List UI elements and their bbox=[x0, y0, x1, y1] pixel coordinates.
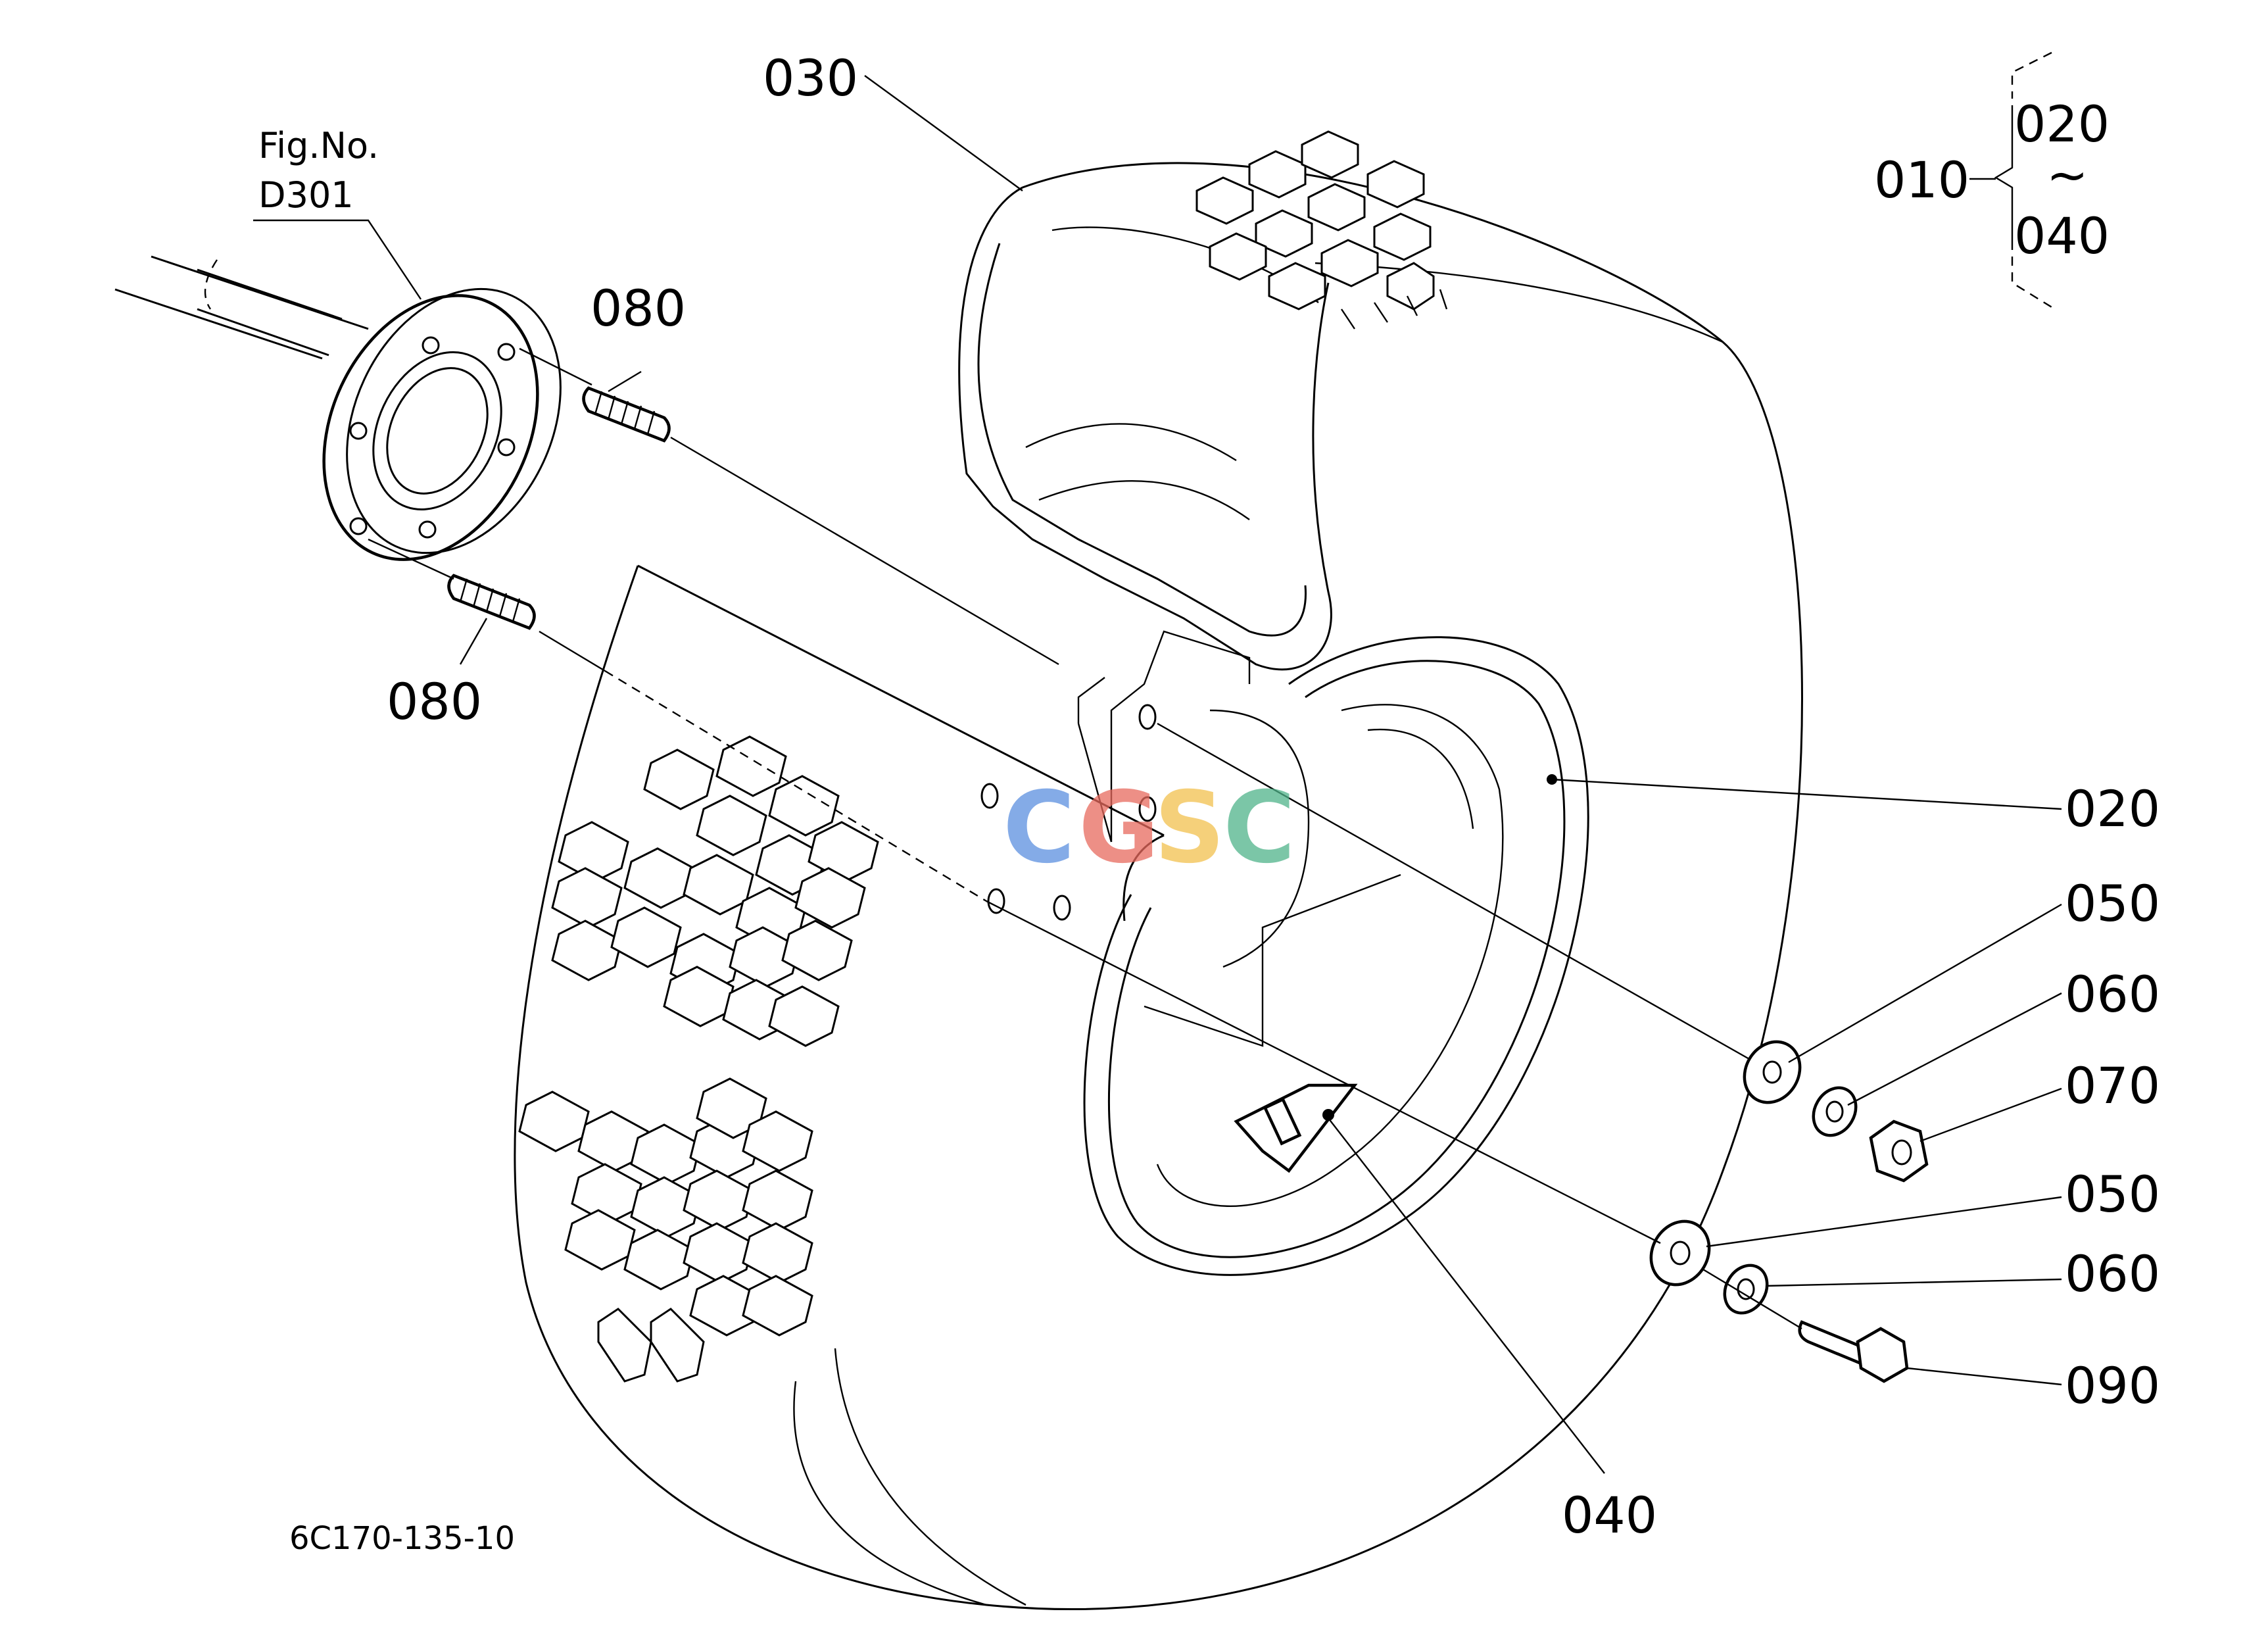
callout-040: 040 bbox=[1562, 1486, 1657, 1544]
watermark-letter-3: S bbox=[1154, 771, 1225, 885]
callout-030: 030 bbox=[763, 49, 858, 107]
figure-ref-line1: Fig.No. bbox=[258, 125, 379, 166]
callout-070: 070 bbox=[2065, 1056, 2160, 1115]
axle-shaft bbox=[114, 255, 369, 360]
callout-080-bottom: 080 bbox=[387, 672, 482, 731]
drawing-number: 6C170-135-10 bbox=[289, 1520, 515, 1557]
callout-020: 020 bbox=[2065, 779, 2160, 838]
tire-valve bbox=[1234, 1083, 1358, 1173]
callout-050-top: 050 bbox=[2065, 874, 2160, 933]
hex-bolt bbox=[1798, 1320, 1909, 1383]
wheel-rim bbox=[980, 630, 1589, 1276]
lock-washer-top bbox=[1812, 1086, 1858, 1137]
watermark-letter-4: C bbox=[1223, 771, 1295, 885]
watermark-letter-1: C bbox=[1003, 771, 1075, 885]
assembly-from: 020 bbox=[2014, 95, 2110, 153]
assembly-bracket bbox=[1969, 51, 2056, 310]
labels: Fig.No. D301 030 080 080 010 020 ~ 040 0… bbox=[258, 49, 2160, 1557]
hex-nut bbox=[1869, 1119, 1929, 1183]
callout-050-bottom: 050 bbox=[2065, 1165, 2160, 1223]
watermark: C G S C bbox=[1003, 771, 1295, 885]
figure-ref-line2: D301 bbox=[258, 174, 354, 216]
lock-washer-bottom bbox=[1723, 1264, 1769, 1315]
tire-cutaway-section bbox=[958, 186, 1332, 671]
assembly-to: 040 bbox=[2014, 207, 2110, 265]
leader-lines bbox=[253, 75, 2062, 1474]
callout-080-top: 080 bbox=[591, 279, 686, 337]
hub-flange bbox=[322, 287, 562, 561]
assembly-parent: 010 bbox=[1874, 151, 1969, 209]
callout-060-bottom: 060 bbox=[2065, 1244, 2160, 1303]
stud-bolt-top bbox=[582, 386, 671, 443]
tread-lugs-left bbox=[551, 735, 879, 1047]
callout-060-top: 060 bbox=[2065, 965, 2160, 1023]
washer-top bbox=[1743, 1040, 1802, 1104]
tread-lugs-bottom bbox=[518, 1077, 813, 1383]
watermark-letter-2: G bbox=[1078, 771, 1159, 885]
assembly-tilde: ~ bbox=[2046, 145, 2088, 204]
tread-lugs-top bbox=[1195, 130, 1448, 330]
stud-bolt-bottom bbox=[447, 574, 536, 630]
callout-090: 090 bbox=[2065, 1356, 2160, 1415]
washer-bottom bbox=[1649, 1219, 1711, 1287]
tire-body bbox=[514, 162, 1803, 1610]
